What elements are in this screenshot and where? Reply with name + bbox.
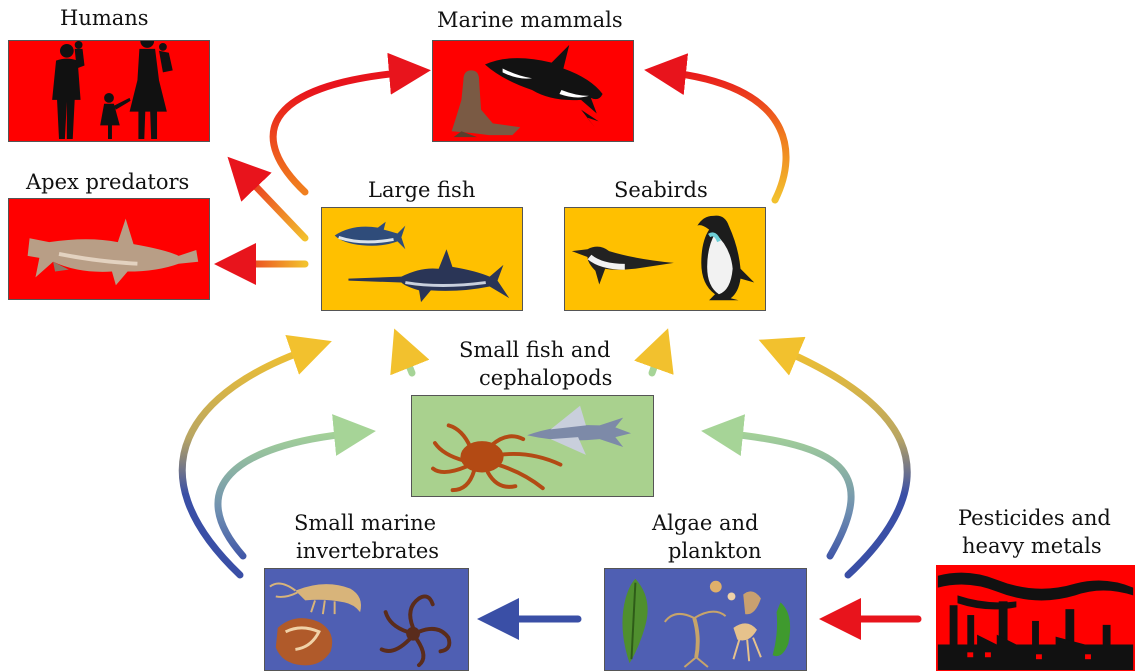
invertebrates-box (264, 568, 469, 671)
human-family-icon (9, 41, 209, 141)
algae-box (604, 568, 807, 671)
seabirds-box (564, 207, 766, 311)
tuna-and-swordfish-icon (322, 208, 522, 310)
label-invertebrates-line2: invertebrates (296, 539, 439, 563)
marine-mammals-box (432, 40, 634, 142)
arrow-largefish-to-marine-mammals (273, 72, 410, 192)
label-small-fish-line2: cephalopods (479, 366, 612, 390)
label-apex-predators: Apex predators (26, 170, 189, 194)
arrow-algae-to-smallfish (722, 433, 851, 556)
arrow-algae-to-seabirds (778, 348, 907, 575)
seaweed-and-plankton-icon (605, 569, 806, 670)
label-marine-mammals: Marine mammals (437, 8, 623, 32)
label-pollutants-line2: heavy metals (962, 534, 1102, 558)
apex-predators-box (8, 198, 210, 300)
shrimp-shell-brittle-star-icon (265, 569, 468, 670)
small-fish-box (411, 395, 654, 497)
label-humans: Humans (60, 6, 149, 30)
label-algae-line2: plankton (668, 539, 762, 563)
label-invertebrates-line1: Small marine (294, 511, 436, 535)
label-pollutants-line1: Pesticides and (958, 506, 1111, 530)
arrow-smallfish-to-largefish (402, 348, 412, 373)
humans-box (8, 40, 210, 142)
arrow-invertebrates-to-smallfish (218, 433, 355, 556)
sea-lion-and-orca-icon (433, 41, 633, 141)
arrow-largefish-to-humans (242, 172, 305, 238)
pollutants-box (936, 565, 1135, 671)
large-fish-box (321, 207, 523, 311)
hammerhead-shark-icon (9, 199, 209, 299)
tern-and-penguin-icon (565, 208, 765, 310)
factory-smokestacks-icon (937, 566, 1134, 670)
label-small-fish-line1: Small fish and (459, 338, 610, 362)
arrow-smallfish-to-seabirds (652, 348, 661, 373)
octopus-and-flying-fish-icon (412, 396, 653, 496)
arrow-invertebrates-to-largefish (182, 348, 312, 575)
label-seabirds: Seabirds (614, 178, 708, 202)
label-algae-line1: Algae and (652, 511, 758, 535)
label-large-fish: Large fish (368, 178, 475, 202)
